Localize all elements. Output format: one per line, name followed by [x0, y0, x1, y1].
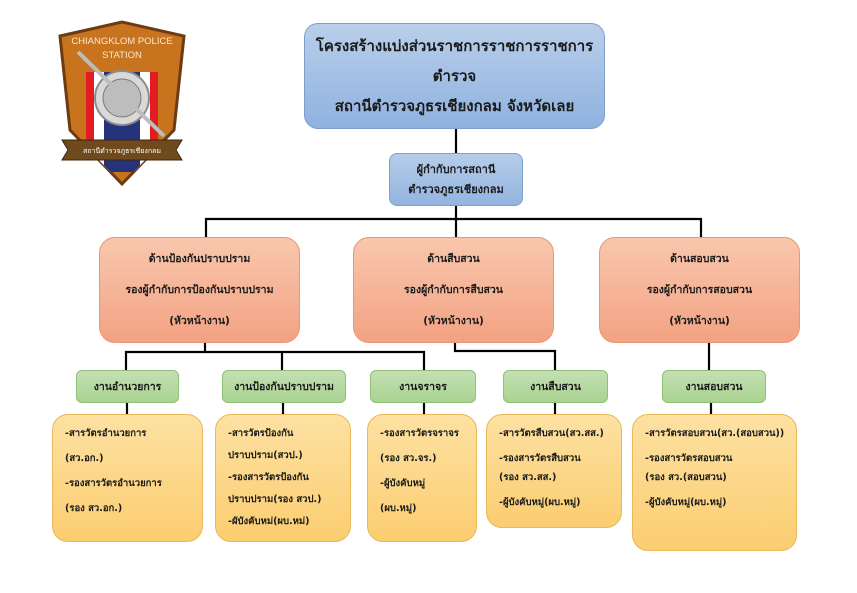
- unit-label: งานอำนวยการ: [93, 381, 162, 393]
- chart-title-line-1: โครงสร้างแบ่งส่วนราชการราชการราชการตำรวจ: [315, 37, 594, 85]
- station-chief-box: ผู้กำกับการสถานี ตำรวจภูธรเชียงกลม: [389, 153, 523, 206]
- role-box-administration: -สารวัตรอำนวยการ (สว.อก.) -รองสารวัตรอำน…: [52, 414, 203, 542]
- role-line: -ผู้บังคับหมู่(ผบ.หมู่): [499, 497, 581, 508]
- division-box-investigation: ด้านสืบสวน รองผู้กำกับการสืบสวน (หัวหน้า…: [353, 237, 554, 343]
- division-head: รองผู้กำกับการสืบสวน: [404, 283, 503, 296]
- role-line: ปราบปราม(สวป.): [228, 450, 303, 461]
- role-line: (รอง สว.อก.): [65, 503, 123, 514]
- role-line: -รองสารวัตรสอบสวน: [645, 453, 733, 464]
- role-line: -ผู้บังคับหมู่(ผบ.หมู่): [645, 497, 727, 508]
- role-line: -รองสารวัตรสืบสวน: [499, 453, 581, 464]
- chart-title-box: โครงสร้างแบ่งส่วนราชการราชการราชการตำรวจ…: [304, 23, 605, 129]
- division-head: รองผู้กำกับการสอบสวน: [646, 283, 753, 296]
- role-line: -สารวัตรสอบสวน(สว.(สอบสวน)): [645, 428, 785, 439]
- logo-ribbon: [61, 139, 183, 161]
- role-line: (รอง สว.จร.): [380, 453, 437, 464]
- role-line: (ผบ.หมู่): [380, 503, 417, 514]
- role-line: (สว.อก.): [65, 453, 104, 464]
- unit-label: งานสอบสวน: [685, 381, 743, 393]
- connector-investigation-unit: [453, 343, 557, 370]
- division-head: รองผู้กำกับการป้องกันปราบปราม: [125, 283, 274, 296]
- unit-box-traffic: งานจราจร: [370, 370, 476, 403]
- role-box-traffic: -รองสารวัตรจราจร (รอง สว.จร.) -ผู้บังคับ…: [367, 414, 477, 542]
- police-station-logo: CHIANGKLOM POLICE STATION สถานีตำรวจภูธร…: [58, 20, 186, 187]
- chief-line-2: ตำรวจภูธรเชียงกลม: [408, 182, 504, 196]
- chief-line-1: ผู้กำกับการสถานี: [416, 162, 496, 176]
- division-name: ด้านสืบสวน: [427, 252, 480, 265]
- division-box-prevention: ด้านป้องกันปราบปราม รองผู้กำกับการป้องกั…: [99, 237, 300, 343]
- role-line: ปราบปราม(รอง สวป.): [228, 494, 322, 505]
- unit-label: งานป้องกันปราบปราม: [234, 381, 334, 393]
- role-line: (รอง สว.สส.): [499, 472, 557, 483]
- division-note: (หัวหน้างาน): [669, 314, 730, 327]
- connector-division-bus: [204, 217, 703, 237]
- role-line: -สารวัตรสืบสวน(สว.สส.): [499, 428, 604, 439]
- unit-box-investigation: งานสืบสวน: [503, 370, 608, 403]
- chart-title-line-2: สถานีตำรวจภูธรเชียงกลม จังหวัดเลย: [334, 97, 575, 115]
- role-box-prevention: -สารวัตรป้องกัน ปราบปราม(สวป.) -รองสารวั…: [215, 414, 351, 542]
- division-name: ด้านสอบสวน: [670, 252, 729, 265]
- division-note: (หัวหน้างาน): [169, 314, 230, 327]
- role-line: -สารวัตรอำนวยการ: [65, 428, 147, 439]
- role-box-inquiry: -สารวัตรสอบสวน(สว.(สอบสวน)) -รองสารวัตรส…: [632, 414, 797, 551]
- division-note: (หัวหน้างาน): [423, 314, 484, 327]
- unit-box-administration: งานอำนวยการ: [76, 370, 179, 403]
- unit-box-inquiry: งานสอบสวน: [662, 370, 766, 403]
- connector-prevention-bus: [124, 343, 426, 370]
- role-box-investigation: -สารวัตรสืบสวน(สว.สส.) -รองสารวัตรสืบสวน…: [486, 414, 622, 528]
- unit-label: งานสืบสวน: [530, 381, 581, 393]
- role-line: -รองสารวัตรอำนวยการ: [65, 478, 162, 489]
- logo-top-text-2: STATION: [102, 50, 142, 61]
- role-line: -ผู้บังคับหมู่: [380, 478, 426, 489]
- logo-top-text-1: CHIANGKLOM POLICE: [71, 36, 172, 47]
- role-line: -รองสารวัตรป้องกัน: [228, 472, 309, 483]
- role-line: (รอง สว.(สอบสวน): [645, 472, 727, 483]
- role-line: -รองสารวัตรจราจร: [380, 428, 459, 439]
- unit-label: งานจราจร: [399, 381, 447, 393]
- logo-ribbon-text: สถานีตำรวจภูธรเชียงกลม: [83, 147, 161, 155]
- division-box-inquiry: ด้านสอบสวน รองผู้กำกับการสอบสวน (หัวหน้า…: [599, 237, 800, 343]
- emblem-sword: [76, 50, 166, 138]
- role-line: -สารวัตรป้องกัน: [228, 428, 294, 439]
- unit-box-prevention: งานป้องกันปราบปราม: [222, 370, 346, 403]
- role-line: -ผับังคับหม่(ผบ.หม่): [228, 516, 310, 527]
- division-name: ด้านป้องกันปราบปราม: [148, 252, 251, 265]
